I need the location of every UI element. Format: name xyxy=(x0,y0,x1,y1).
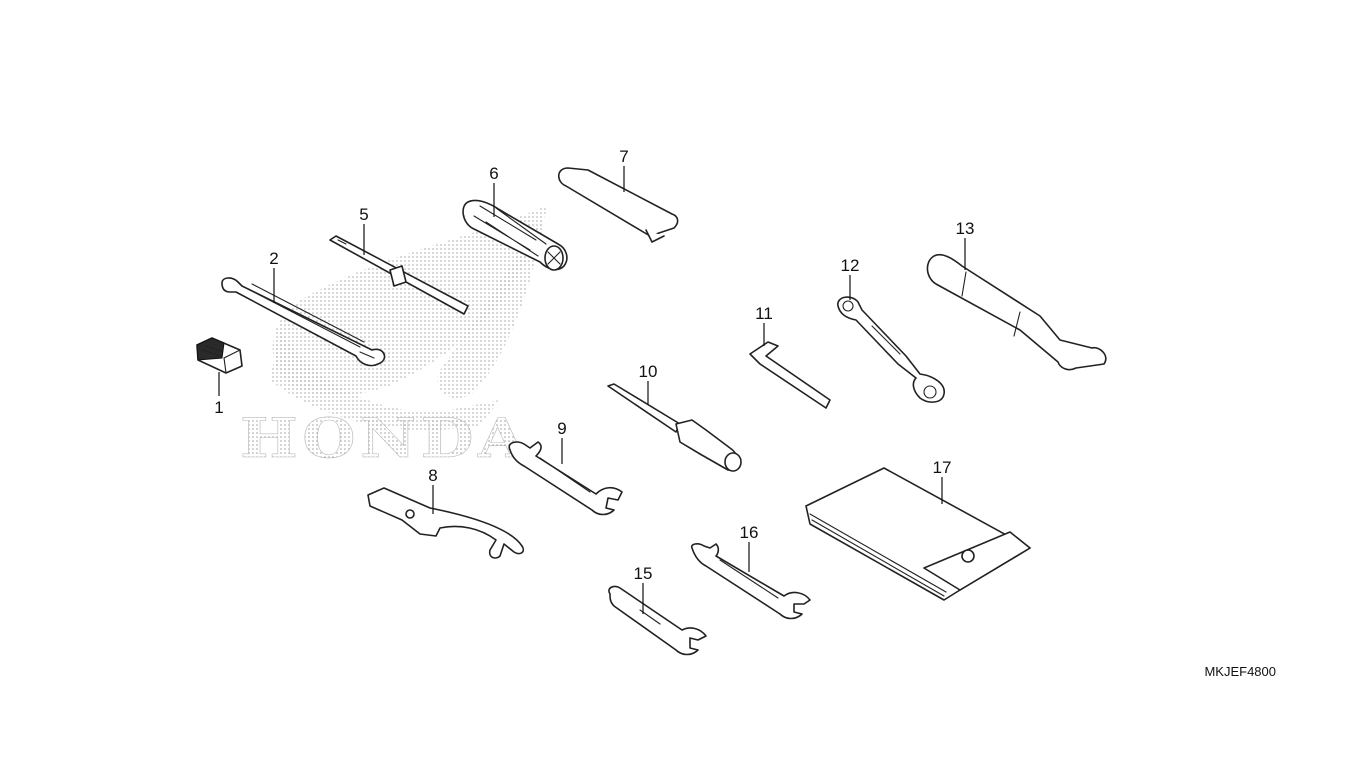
part-11-hex-key xyxy=(749,341,831,409)
part-13-extension-tube xyxy=(926,253,1107,371)
callout-9: 9 xyxy=(557,419,566,438)
part-10-socket-wrench xyxy=(607,383,742,472)
callout-13: 13 xyxy=(956,219,975,238)
callout-6: 6 xyxy=(489,164,498,183)
callout-16: 16 xyxy=(740,523,759,542)
part-9-open-end-wrench xyxy=(508,441,623,516)
callout-labels: 1 2 5 6 7 8 9 10 11 12 13 15 16 17 xyxy=(214,147,974,583)
part-6-screwdriver-handle xyxy=(462,199,568,271)
part-5-screwdriver-bit xyxy=(329,235,469,315)
part-1-clip xyxy=(196,337,243,374)
callout-5: 5 xyxy=(359,205,368,224)
callout-12: 12 xyxy=(841,256,860,275)
svg-text:HONDA: HONDA xyxy=(240,406,530,470)
part-7-flat-handle xyxy=(557,167,679,243)
honda-watermark-text: HONDA xyxy=(240,406,530,471)
callout-1: 1 xyxy=(214,398,223,417)
part-15-small-wrench xyxy=(608,585,707,656)
part-12-box-wrench xyxy=(837,296,945,403)
callout-10: 10 xyxy=(639,362,658,381)
part-8-pin-spanner xyxy=(367,487,525,559)
callout-8: 8 xyxy=(428,466,437,485)
callout-15: 15 xyxy=(634,564,653,583)
callout-7: 7 xyxy=(619,147,628,166)
callout-11: 11 xyxy=(755,304,773,323)
leader-lines xyxy=(218,166,966,614)
callout-17: 17 xyxy=(933,458,952,477)
part-2-helmet-holder xyxy=(221,277,386,367)
part-16-double-wrench xyxy=(690,543,811,620)
part-17-tool-bag xyxy=(805,467,1031,601)
callout-2: 2 xyxy=(269,249,278,268)
drawing-code: MKJEF4800 xyxy=(1204,664,1276,679)
